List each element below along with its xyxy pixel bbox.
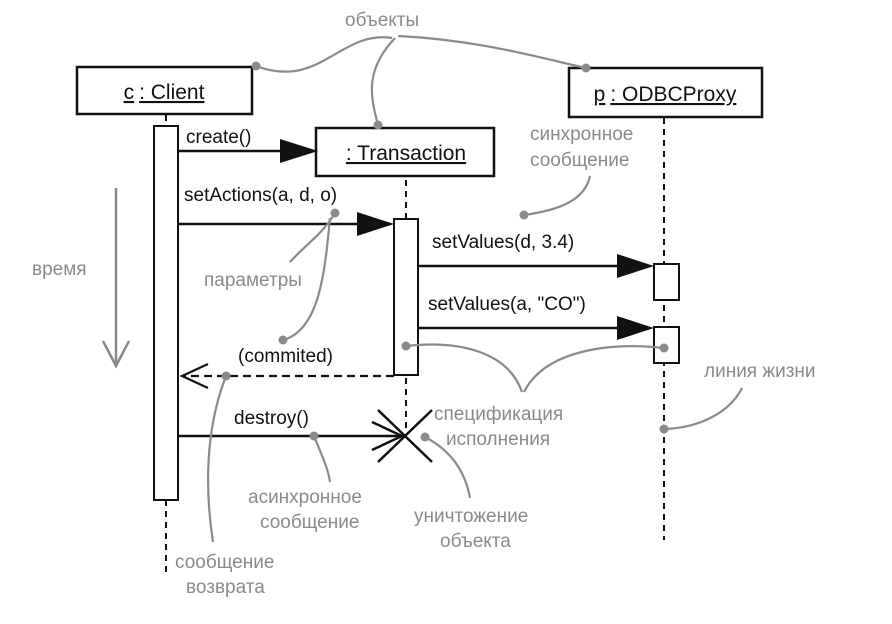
return-message[interactable]: [179, 363, 394, 389]
lifeline-leader: [659, 387, 743, 434]
transaction-execution-spec: [393, 218, 419, 376]
async-message-annotation-2: сообщение: [260, 512, 359, 533]
execution-spec-leaders: [401, 341, 669, 393]
parameters-leaders: [278, 208, 340, 345]
lifeline-annotation: линия жизни: [704, 361, 816, 382]
parameters-annotation: параметры: [204, 270, 302, 291]
destroy-message[interactable]: [178, 420, 405, 452]
async-message-annotation-1: асинхронное: [248, 487, 362, 508]
client-prefix: c: [124, 81, 135, 104]
objects-annotation: объекты: [345, 10, 419, 31]
svg-text:p: ODBCProxy: p: ODBCProxy: [594, 83, 737, 106]
sync-message-annotation-2: сообщение: [530, 150, 629, 171]
set-actions-message[interactable]: [178, 212, 394, 236]
create-label: create(): [186, 127, 251, 148]
execution-spec-annotation-1: спецификация: [434, 404, 563, 425]
set-values-2-message[interactable]: [418, 316, 654, 340]
execution-spec-annotation-2: исполнения: [446, 429, 550, 450]
destruction-leader: [420, 432, 472, 499]
set-values-2-label: setValues(a, "CO"): [428, 294, 586, 315]
set-values-1-label: setValues(d, 3.4): [432, 232, 574, 253]
async-message-leader: [309, 431, 332, 483]
sync-message-annotation-1: синхронное: [530, 124, 633, 145]
return-message-annotation-2: возврата: [186, 577, 265, 598]
set-actions-label: setActions(a, d, o): [184, 185, 337, 206]
transaction-object[interactable]: : Transaction: [314, 126, 496, 178]
time-label: время: [32, 259, 87, 280]
commited-label: (commited): [238, 346, 333, 367]
time-arrow: [101, 188, 131, 369]
client-object[interactable]: c: Client: [75, 65, 254, 116]
sync-message-leader: [519, 175, 592, 220]
destruction-x-icon: [377, 409, 433, 463]
svg-text:c: Client: c: Client: [124, 81, 205, 104]
destruction-annotation-1: уничтожение: [414, 506, 528, 527]
objects-leaders: [251, 34, 591, 130]
proxy-prefix: p: [594, 83, 606, 106]
destruction-annotation-2: объекта: [440, 531, 511, 552]
return-message-annotation-1: сообщение: [175, 552, 274, 573]
create-message[interactable]: [178, 139, 318, 163]
set-values-1-message[interactable]: [418, 254, 654, 278]
client-execution-spec: [153, 125, 179, 501]
proxy-name: : ODBCProxy: [610, 83, 737, 106]
destroy-label: destroy(): [234, 408, 309, 429]
return-message-leader: [206, 371, 231, 543]
proxy-object[interactable]: p: ODBCProxy: [567, 66, 764, 119]
proxy-execution-spec-1: [653, 263, 680, 301]
transaction-name: : Transaction: [346, 142, 466, 165]
client-name: : Client: [139, 81, 205, 104]
